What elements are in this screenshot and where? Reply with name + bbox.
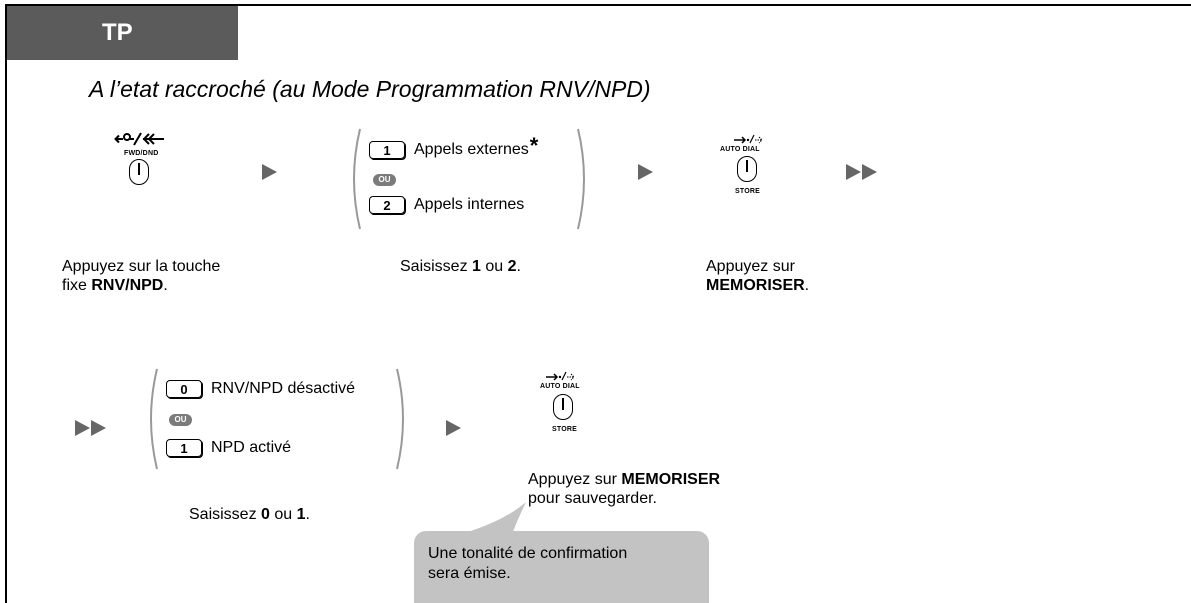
- store-key-button[interactable]: [553, 394, 573, 420]
- key-0[interactable]: 0: [166, 380, 202, 398]
- fwd-dnd-key-label: FWD/DND: [124, 150, 159, 157]
- tab-label: TP: [102, 19, 133, 46]
- bubble-line1: Une tonalité de confirmation: [428, 545, 628, 562]
- step3-caption: Appuyez sur MEMORISER.: [706, 258, 810, 294]
- option-rnv-npd-off[interactable]: 0 RNV/NPD désactivé: [166, 380, 355, 398]
- confirmation-bubble: Une tonalité de confirmation sera émise.: [414, 531, 709, 603]
- left-parenthesis: [150, 368, 158, 470]
- option-label: Appels externes: [414, 141, 529, 158]
- store-label: STORE: [552, 426, 577, 433]
- next-arrow-icon: [262, 164, 277, 180]
- option-label: NPD activé: [211, 439, 292, 456]
- right-parenthesis: [396, 368, 404, 470]
- step1-caption: Appuyez sur la touche fixe RNV/NPD.: [62, 257, 220, 295]
- option-npd-on[interactable]: 1 NPD activé: [166, 439, 291, 457]
- auto-dial-label: AUTO DIAL: [540, 383, 580, 390]
- auto-dial-arrow-icon: [734, 134, 763, 144]
- store-label: STORE: [735, 188, 760, 195]
- next-arrow-icon: [638, 164, 653, 180]
- step2-caption: Saisissez 1 ou 2.: [400, 258, 521, 275]
- option-internal-calls[interactable]: 2 Appels internes: [369, 196, 524, 214]
- ou-badge: OU: [373, 174, 396, 186]
- store-key-button[interactable]: [737, 156, 757, 182]
- tp-tab: TP: [7, 6, 238, 60]
- step1-caption-line2: fixe RNV/NPD.: [62, 277, 168, 294]
- auto-dial-label: AUTO DIAL: [720, 146, 760, 153]
- bubble-pointer: [440, 502, 526, 540]
- right-parenthesis: [577, 128, 585, 230]
- key-2[interactable]: 2: [369, 196, 405, 214]
- option-label: RNV/NPD désactivé: [211, 380, 356, 397]
- bubble-line2: sera émise.: [428, 565, 511, 582]
- fwd-dnd-arrow-icon: [114, 132, 164, 146]
- step5-caption: Appuyez sur MEMORISER pour sauvegarder.: [528, 471, 721, 507]
- auto-dial-arrow-icon: [546, 371, 575, 381]
- footnote-mark: *: [529, 133, 539, 158]
- step4-caption: Saisissez 0 ou 1.: [189, 506, 310, 523]
- option-label: Appels internes: [414, 196, 525, 213]
- option-external-calls[interactable]: 1 Appels externes*: [369, 133, 538, 159]
- frame-left-border: [5, 4, 7, 603]
- next-arrow-icon: [446, 420, 461, 436]
- left-parenthesis: [353, 128, 361, 230]
- key-1[interactable]: 1: [166, 439, 202, 457]
- ou-badge: OU: [169, 414, 192, 426]
- frame-top-border: [5, 4, 1191, 6]
- page-heading: A l’etat raccroché (au Mode Programmatio…: [89, 76, 651, 102]
- key-1[interactable]: 1: [369, 141, 405, 159]
- step1-caption-line1: Appuyez sur la touche: [62, 258, 221, 275]
- fwd-dnd-key-button[interactable]: [129, 159, 149, 185]
